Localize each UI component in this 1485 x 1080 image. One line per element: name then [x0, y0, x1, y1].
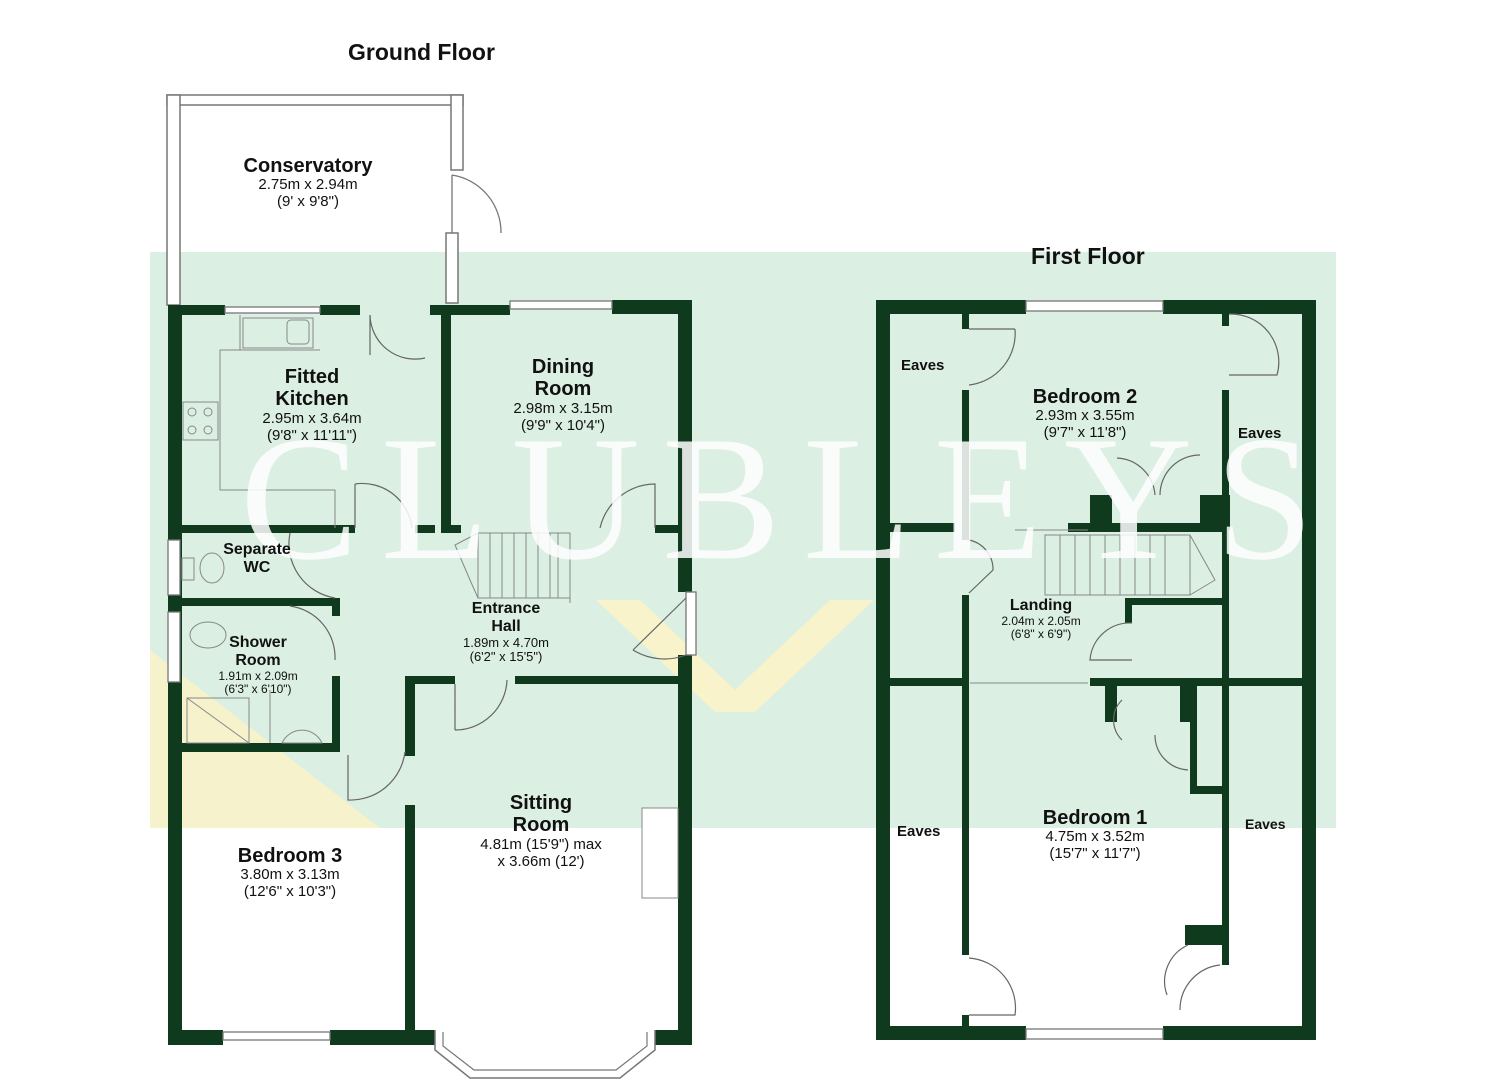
sitting-room-label: Sitting Room 4.81m (15'9") max x 3.66m (… [441, 792, 641, 870]
eaves-label: Eaves [1245, 816, 1286, 832]
room-dims: 1.91m x 2.09m [218, 668, 298, 683]
ground-floor-doors [288, 314, 687, 801]
background-band [150, 252, 1336, 828]
entrance-hall-label: Entrance Hall 1.89m x 4.70m (6'2" x 15'5… [436, 600, 576, 665]
kitchen-label: Fitted Kitchen 2.95m x 3.64m (9'8" x 11'… [212, 366, 412, 444]
ground-floor-windows [167, 300, 697, 1041]
room-name-line2: Room [512, 814, 570, 837]
bedroom-2-label: Bedroom 2 2.93m x 3.55m (9'7" x 11'8") [985, 386, 1185, 442]
shower-room-label: Shower Room 1.91m x 2.09m (6'3" x 6'10") [198, 634, 318, 697]
first-floor-title: First Floor [1031, 243, 1145, 269]
room-dims: 4.81m (15'9") max [480, 835, 602, 853]
first-floor-walls [876, 300, 1316, 1040]
bathroom-fittings [181, 552, 323, 744]
room-dims: 2.75m x 2.94m [258, 176, 358, 194]
conservatory-glazing [166, 94, 464, 306]
room-imperial: (9'8" x 11'11") [266, 426, 358, 444]
wc-label: Separate WC [207, 541, 307, 577]
eaves-label: Eaves [897, 823, 941, 840]
room-name: Entrance [471, 600, 541, 617]
room-imperial: (12'6" x 10'3") [243, 883, 337, 901]
room-name-line2: Room [235, 651, 281, 669]
room-imperial: (9'9" x 10'4") [521, 416, 605, 434]
room-imperial: x 3.66m (12') [497, 852, 585, 870]
room-dims: 3.80m x 3.13m [240, 866, 340, 884]
bedroom-3-label: Bedroom 3 3.80m x 3.13m (12'6" x 10'3") [190, 845, 390, 901]
chimney-breast [641, 807, 679, 899]
watermark-text: CLUBLEYS [240, 399, 1336, 597]
first-floor-windows [1025, 300, 1164, 1040]
room-name: Sitting [509, 792, 573, 814]
room-name: Shower [229, 634, 287, 651]
room-name-line2: Kitchen [275, 388, 349, 411]
conservatory-door [451, 174, 502, 234]
bedroom-1-label: Bedroom 1 4.75m x 3.52m (15'7" x 11'7") [995, 807, 1195, 863]
first-floor-stairs [970, 529, 1216, 684]
conservatory-label: Conservatory 2.75m x 2.94m (9' x 9'8") [208, 155, 408, 211]
landing-label: Landing 2.04m x 2.05m (6'8" x 6'9") [981, 597, 1101, 642]
room-name: Bedroom 1 [1042, 807, 1148, 829]
room-name-line2: Room [534, 378, 592, 401]
room-dims: 2.98m x 3.15m [513, 399, 613, 417]
kitchen-fittings [182, 315, 336, 528]
room-imperial: (15'7" x 11'7") [1049, 845, 1141, 863]
first-floor-doors [968, 313, 1280, 1016]
ground-floor-stairs [454, 532, 571, 603]
room-dims: 1.89m x 4.70m [463, 634, 549, 650]
room-dims: 2.93m x 3.55m [1035, 407, 1135, 425]
room-dims: 4.75m x 3.52m [1045, 828, 1145, 846]
room-imperial: (6'2" x 15'5") [469, 649, 543, 665]
room-imperial: (9'7" x 11'8") [1043, 424, 1127, 442]
room-name: Dining [531, 356, 595, 378]
room-name: Separate [223, 541, 291, 558]
accent-chevron [596, 600, 874, 712]
room-name: Bedroom 2 [1032, 386, 1138, 408]
ground-floor-title: Ground Floor [348, 39, 495, 65]
room-name: Fitted [284, 366, 340, 388]
eaves-label: Eaves [901, 357, 945, 374]
room-dims: 2.04m x 2.05m [1001, 613, 1081, 628]
room-name: Bedroom 3 [237, 845, 343, 867]
room-imperial: (9' x 9'8") [277, 193, 339, 211]
room-imperial: (6'8" x 6'9") [1010, 627, 1072, 642]
room-name-line2: WC [243, 558, 271, 576]
room-name: Landing [1009, 597, 1073, 614]
room-name: Conservatory [243, 155, 373, 177]
ground-floor-walls [168, 300, 692, 1045]
room-dims: 2.95m x 3.64m [262, 409, 362, 427]
room-imperial: (6'3" x 6'10") [224, 682, 292, 697]
eaves-label: Eaves [1238, 425, 1282, 442]
accent-stripe [150, 650, 380, 828]
room-name-line2: Hall [491, 617, 521, 635]
bay-window [434, 1030, 656, 1079]
dining-room-label: Dining Room 2.98m x 3.15m (9'9" x 10'4") [463, 356, 663, 434]
